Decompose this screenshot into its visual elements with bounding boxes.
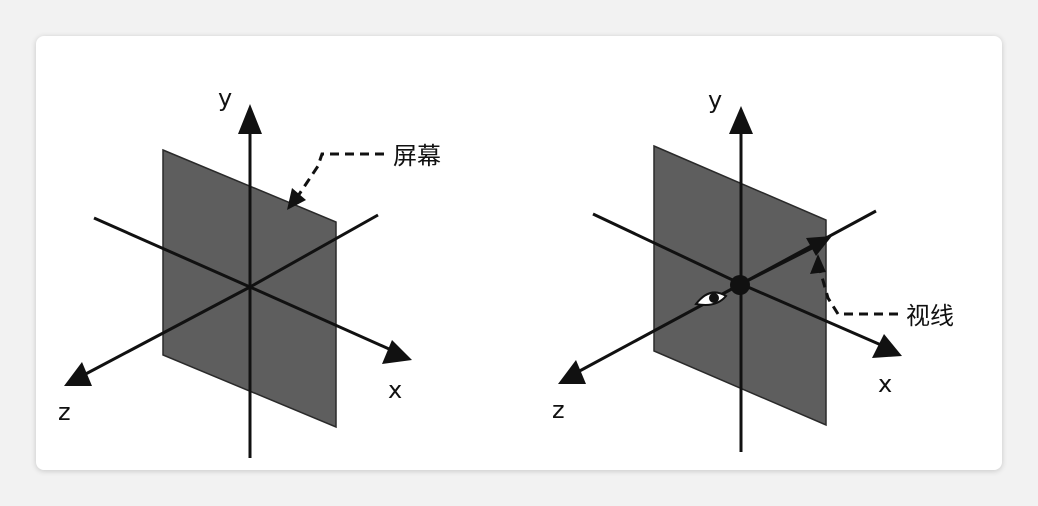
x-axis <box>740 282 889 350</box>
callout-leader <box>818 269 898 316</box>
y-axis-label: y <box>708 86 722 114</box>
callout-arrow <box>810 254 826 274</box>
y-axis-arrow <box>238 104 262 134</box>
x-axis-label: x <box>388 376 402 404</box>
callout-leader <box>296 152 384 197</box>
screen-diagonal-axis-ext <box>249 213 379 289</box>
x-axis-label: x <box>878 370 892 398</box>
z-axis-label: z <box>552 396 565 424</box>
x-axis <box>249 285 399 355</box>
left-diagram: y x z 屏幕 <box>58 84 441 458</box>
screen-diagonal-axis <box>93 216 251 289</box>
viewpoint-dot <box>730 275 750 295</box>
x-axis-arrow <box>872 334 902 358</box>
callout-label: 屏幕 <box>393 142 441 170</box>
right-diagram: y x z 视线 <box>552 86 954 452</box>
callout-label: 视线 <box>906 302 954 330</box>
screen-diagonal-axis <box>592 212 742 286</box>
z-axis-label: z <box>58 398 71 426</box>
callout-arrow <box>287 188 306 210</box>
y-axis-label: y <box>218 84 232 112</box>
y-axis-arrow <box>729 106 753 134</box>
z-axis <box>79 285 251 379</box>
x-axis-arrow <box>382 340 412 364</box>
line-of-sight-arrow <box>806 236 832 256</box>
eye-icon <box>694 291 728 306</box>
line-of-sight <box>740 244 817 286</box>
z-axis-arrow <box>558 360 586 384</box>
z-axis-arrow <box>64 362 92 386</box>
